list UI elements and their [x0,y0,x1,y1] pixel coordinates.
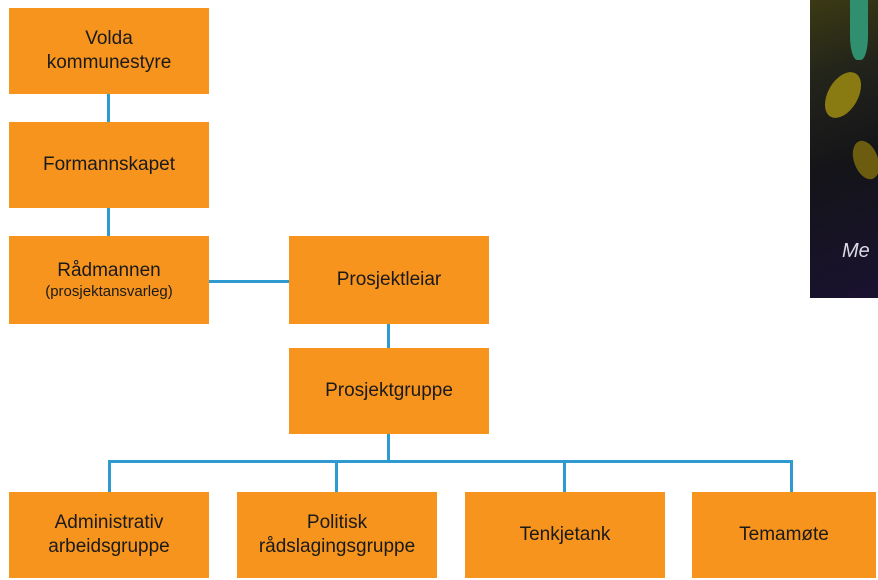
box-temamote: Temamøte [692,492,876,578]
box-formannskapet-label: Formannskapet [42,154,175,176]
side-photo-caption: Me [842,240,870,262]
photo-leaf-shape [847,137,878,183]
box-volda-kommunestyre-line2: kommunestyre [46,52,172,73]
box-tenkjetank: Tenkjetank [465,492,665,578]
connector-kommunestyre-formannskapet [107,94,110,122]
connector-horizontal-bus [109,460,793,463]
box-tenkjetank-label: Tenkjetank [519,524,611,546]
box-radmannen-line1: Rådmannen [57,259,161,281]
box-prosjektleiar-label: Prosjektleiar [336,269,442,291]
connector-bus-tenkjetank [563,460,566,492]
box-administrativ-line1: Administrativ [54,512,164,534]
box-prosjektleiar: Prosjektleiar [289,236,489,324]
photo-leaf-shape [817,65,869,125]
connector-bus-temamote [790,460,793,492]
box-radmannen-line2: (prosjektansvarleg) [45,282,173,300]
connector-prosjektleiar-prosjektgruppe [387,324,390,348]
box-volda-kommunestyre-line1: Volda [85,28,133,50]
side-photo: Me [810,0,878,298]
box-politisk-line1: Politisk [306,512,368,534]
connector-bus-administrativ [108,460,111,492]
photo-leaf-shape [850,0,868,60]
box-politisk-line2: rådslagingsgruppe [258,536,416,557]
connector-radmannen-prosjektleiar [209,280,289,283]
connector-bus-politisk [335,460,338,492]
box-formannskapet: Formannskapet [9,122,209,208]
box-temamote-label: Temamøte [739,524,829,546]
box-prosjektgruppe: Prosjektgruppe [289,348,489,434]
box-administrativ-arbeidsgruppe: Administrativ arbeidsgruppe [9,492,209,578]
box-volda-kommunestyre: Volda kommunestyre [9,8,209,94]
box-administrativ-line2: arbeidsgruppe [48,536,170,557]
connector-formannskapet-radmannen [107,208,110,236]
box-politisk-radslagingsgruppe: Politisk rådslagingsgruppe [237,492,437,578]
box-prosjektgruppe-label: Prosjektgruppe [325,380,453,402]
connector-prosjektgruppe-bus [387,434,390,462]
box-radmannen: Rådmannen (prosjektansvarleg) [9,236,209,324]
